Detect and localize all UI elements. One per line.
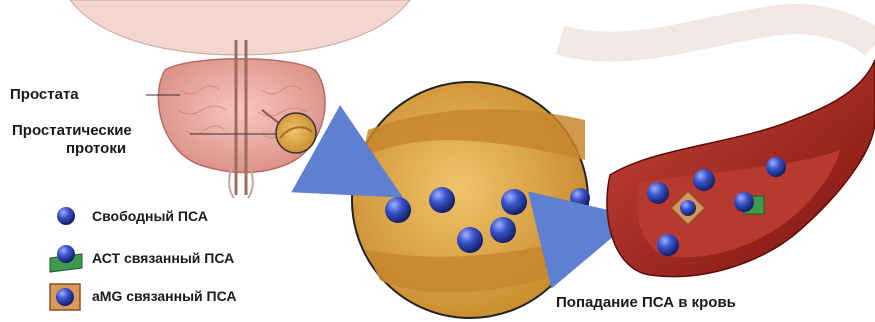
prostate-label: Простата xyxy=(10,86,79,103)
legend-item-free-psa: Свободный ПСА xyxy=(38,200,208,232)
legend-act-psa-text: АСТ связанный ПСА xyxy=(92,250,234,266)
prostatic-ducts-label-line2: протоки xyxy=(66,140,126,157)
bladder-shape xyxy=(70,0,410,55)
blood-entry-label: Попадание ПСА в кровь xyxy=(556,294,736,311)
legend-amg-psa-text: aMG связанный ПСА xyxy=(92,288,236,304)
legend-free-psa-text: Свободный ПСА xyxy=(92,208,208,224)
legend-item-act-psa: АСТ связанный ПСА xyxy=(38,242,234,274)
prostatic-ducts-label-line1: Простатические xyxy=(12,122,132,139)
vessel-faint-branch xyxy=(560,19,875,47)
legend-item-amg-psa: aMG связанный ПСА xyxy=(38,280,236,312)
duct-focus-circle xyxy=(276,113,316,153)
